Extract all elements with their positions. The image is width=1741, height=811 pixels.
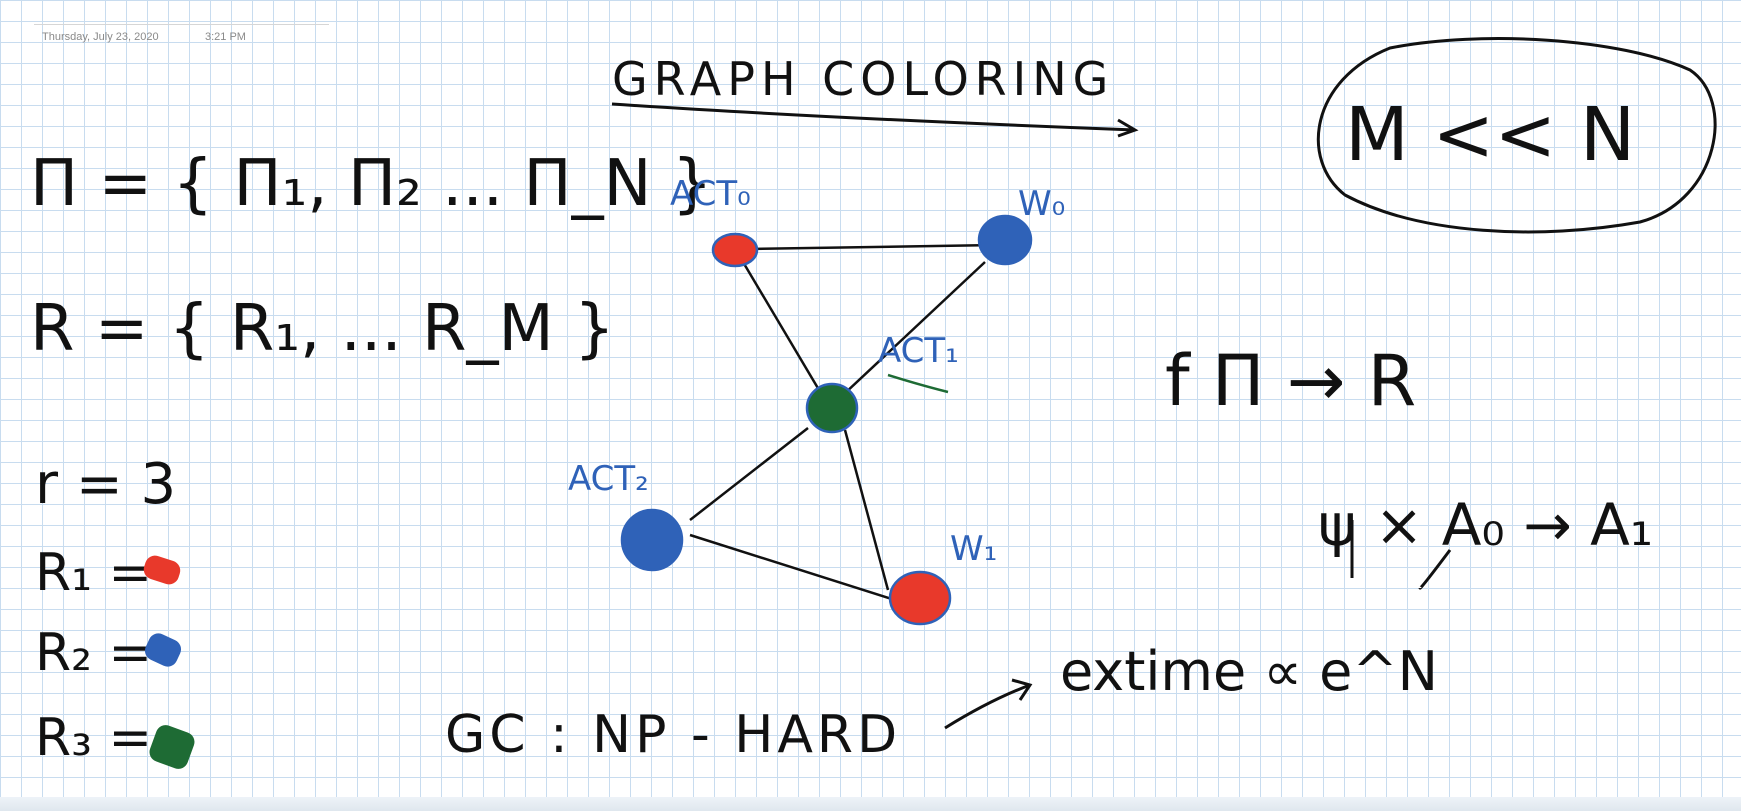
node-act1-label: ACT₁: [878, 331, 959, 371]
node-w1-circle: [888, 570, 952, 626]
edge-act1-w1: [843, 429, 890, 591]
r2-label: R₂ =: [35, 623, 152, 683]
edge-act0-w0: [746, 243, 998, 251]
node-w0-circle: [977, 214, 1033, 266]
node-act1-circle: [805, 382, 859, 434]
np-hard: GC : NP - HARD: [445, 705, 901, 765]
boxed-note-ellipse: [1316, 37, 1717, 234]
node-act0-label: ACT₀: [670, 174, 751, 214]
act1-underline: [887, 373, 949, 394]
node-w0-label: W₀: [1018, 184, 1065, 224]
page-time: 3:21 PM: [205, 31, 246, 43]
title-underline-arrow: [611, 102, 1139, 138]
edge-act2-w1: [689, 533, 896, 602]
node-act2: ACT₂: [568, 459, 684, 572]
r-count: r = 3: [35, 452, 176, 517]
r1-label: R₁ =: [35, 543, 152, 603]
node-act2-circle: [620, 508, 684, 572]
header-rule: [34, 24, 329, 25]
set-pi: Π = { Π₁, Π₂ ... Π_N }: [30, 147, 713, 221]
node-w1: W₁: [888, 529, 997, 626]
node-act0: ACT₀: [670, 174, 759, 268]
node-w0: W₀: [977, 184, 1065, 266]
bottom-bar: [0, 797, 1741, 811]
edge-w0-act1: [842, 261, 986, 396]
mapping: f Π → R: [1165, 340, 1416, 422]
node-act2-label: ACT₂: [568, 459, 649, 499]
page-date: Thursday, July 23, 2020: [42, 31, 159, 43]
node-act1: ACT₁: [805, 331, 959, 434]
r1-swatch: [143, 555, 181, 585]
edge-act1-act2: [689, 427, 809, 521]
r2-swatch: [144, 633, 182, 667]
r3-label: R₃ =: [35, 708, 152, 768]
title: GRAPH COLORING: [612, 52, 1114, 106]
edge-act0-act1: [741, 261, 824, 396]
node-act0-circle: [711, 232, 759, 268]
np-arrow: [944, 678, 1033, 730]
exp-time: extime ∝ e^N: [1060, 640, 1438, 703]
set-r: R = { R₁, ... R_M }: [30, 292, 615, 366]
boxed-note: M << N: [1345, 92, 1635, 178]
node-w1-label: W₁: [950, 529, 997, 569]
psi-line: ψ × A₀ → A₁: [1318, 491, 1653, 559]
r3-swatch: [149, 725, 195, 769]
